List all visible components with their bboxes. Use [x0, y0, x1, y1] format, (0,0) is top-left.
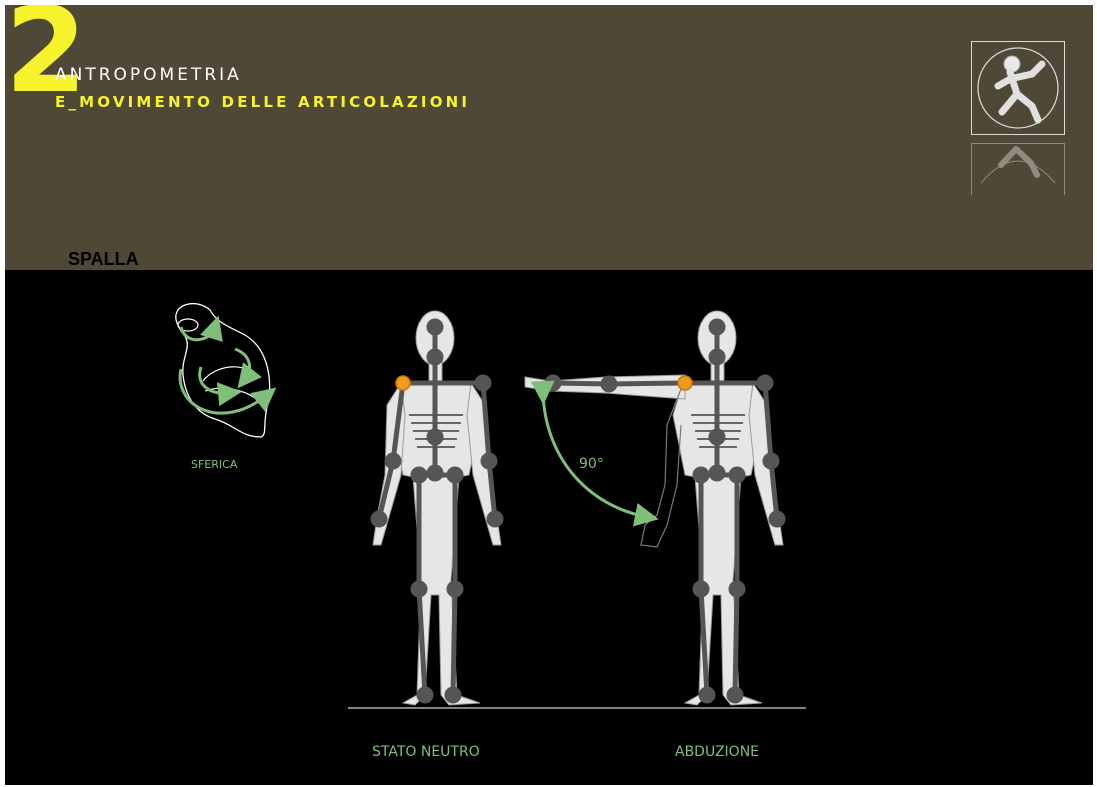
caption-neutral: STATO NEUTRO [372, 744, 480, 760]
slide: 2 ANTROPOMETRIA E_MOVIMENTO DELLE ARTICO… [5, 5, 1093, 785]
figure-abduction [525, 311, 783, 705]
spherical-joint-icon [176, 304, 270, 437]
joint-type-label: SFERICA [191, 458, 237, 471]
shoulder-joint-marker [678, 376, 692, 390]
shoulder-joint-marker [396, 376, 410, 390]
caption-abduction: ABDUZIONE [675, 744, 759, 760]
angle-arc [543, 393, 647, 517]
figures-canvas [5, 5, 1093, 785]
angle-label: 90° [579, 456, 604, 472]
